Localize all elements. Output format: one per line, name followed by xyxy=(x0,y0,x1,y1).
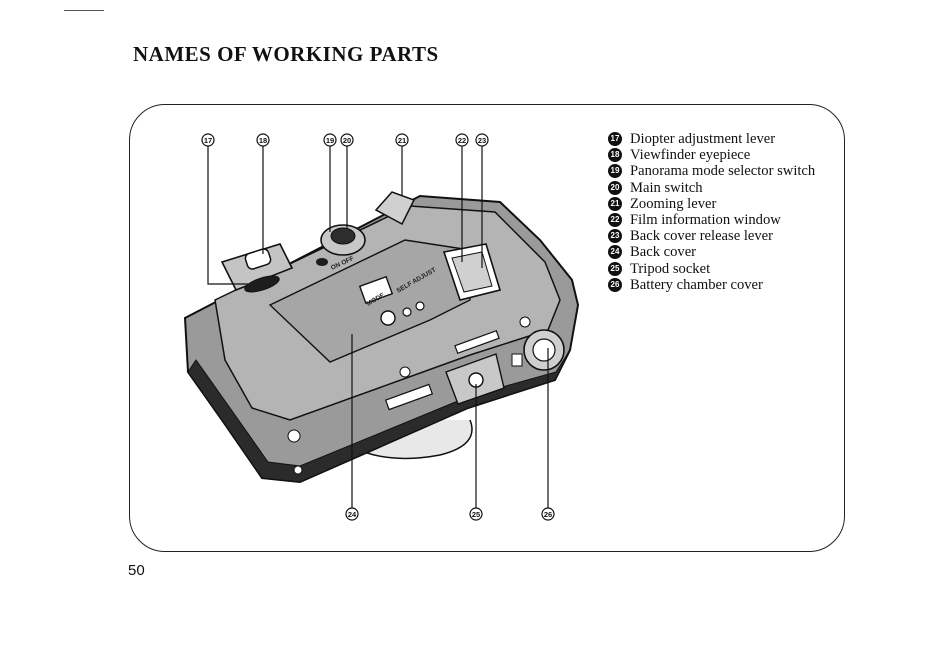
part-name: Diopter adjustment lever xyxy=(630,131,776,147)
svg-text:22: 22 xyxy=(458,136,466,145)
legend-item: 26 Battery chamber cover xyxy=(608,277,815,293)
figure-frame xyxy=(129,104,845,552)
callout-19: 19 xyxy=(323,133,337,147)
legend-item: 23 Back cover release lever xyxy=(608,228,815,244)
callout-26: 26 xyxy=(541,507,555,521)
lcd-panel xyxy=(358,275,394,305)
number-badge: 23 xyxy=(608,229,622,244)
callout-23: 23 xyxy=(475,133,489,147)
callout-24: 24 xyxy=(345,507,359,521)
number-badge: 22 xyxy=(608,213,622,228)
legend-item: 18 Viewfinder eyepiece xyxy=(608,147,815,163)
callout-18: 18 xyxy=(256,133,270,147)
legend-item: 19 Panorama mode selector switch xyxy=(608,163,815,179)
svg-text:25: 25 xyxy=(472,510,480,519)
svg-text:19: 19 xyxy=(326,136,334,145)
svg-text:20: 20 xyxy=(343,136,351,145)
number-badge: 20 xyxy=(608,180,622,195)
leader-lines xyxy=(207,146,549,508)
callout-22: 22 xyxy=(455,133,469,147)
svg-text:23: 23 xyxy=(478,136,486,145)
part-name: Film information window xyxy=(630,211,781,228)
zooming-lever xyxy=(374,191,416,226)
number-badge: 24 xyxy=(608,245,622,260)
number-badge: 26 xyxy=(608,277,622,292)
part-name: Zooming lever xyxy=(630,195,717,212)
number-badge: 21 xyxy=(608,196,622,211)
number-badge: 25 xyxy=(608,261,622,276)
callout-markers: 17 18 19 20 21 22 23 24 25 26 xyxy=(201,133,555,521)
number-badge: 17 xyxy=(608,132,622,147)
legend-item: 25 Tripod socket xyxy=(608,261,815,277)
callout-17: 17 xyxy=(201,133,215,147)
legend-item: 24 Back cover xyxy=(608,244,815,260)
parts-legend: 17 Diopter adjustment lever 18 Viewfinder … xyxy=(608,131,815,293)
diopter-lever xyxy=(244,275,280,293)
svg-text:21: 21 xyxy=(398,136,406,145)
page-title: NAMES OF WORKING PARTS xyxy=(133,42,439,66)
mode-button xyxy=(380,310,396,326)
corner-rule xyxy=(64,10,104,11)
callout-20: 20 xyxy=(340,133,354,147)
callout-25: 25 xyxy=(469,507,483,521)
part-name: Viewfinder eyepiece xyxy=(630,147,751,164)
part-name: Back cover release lever xyxy=(630,228,774,245)
page-number: 50 xyxy=(128,562,145,579)
legend-item: 21 Zooming lever xyxy=(608,196,815,212)
callout-21: 21 xyxy=(395,133,409,147)
legend-item: 20 Main switch xyxy=(608,180,815,196)
legend-item: 17 Diopter adjustment lever xyxy=(608,131,815,147)
svg-text:17: 17 xyxy=(204,136,212,145)
number-badge: 19 xyxy=(608,164,622,179)
number-badge: 18 xyxy=(608,148,622,163)
part-name: Tripod socket xyxy=(630,260,711,277)
legend-item: 22 Film information window xyxy=(608,212,815,228)
svg-text:24: 24 xyxy=(348,510,357,519)
svg-text:26: 26 xyxy=(544,510,552,519)
part-name: Back cover xyxy=(630,244,697,261)
part-name: Main switch xyxy=(630,179,703,196)
part-name: Battery chamber cover xyxy=(630,276,763,293)
part-name: Panorama mode selector switch xyxy=(630,163,816,180)
svg-text:18: 18 xyxy=(259,136,267,145)
